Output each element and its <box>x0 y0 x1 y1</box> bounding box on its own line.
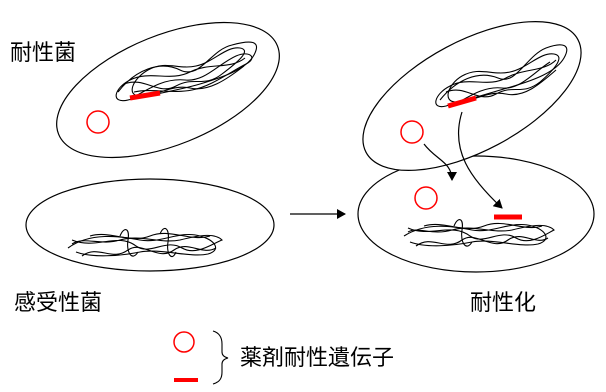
legend <box>173 330 229 385</box>
resistance-gene-on-chromosome-icon <box>129 90 161 101</box>
became-resistant-label: 耐性化 <box>470 291 537 316</box>
transferred-plasmid-icon <box>414 186 438 210</box>
legend-bracket <box>212 330 229 385</box>
donor-plasmid-icon <box>400 120 424 144</box>
legend-plasmid-icon <box>173 331 195 353</box>
susceptible-bacterium-cell <box>25 178 275 272</box>
legend-gene-icon <box>174 378 198 382</box>
became-resistant-cell <box>357 155 595 273</box>
gene-transfer-arrow <box>457 111 503 209</box>
resistant-bacterium-cell <box>56 21 280 159</box>
plasmid-transfer-arrow <box>423 143 457 181</box>
plasmid-icon <box>86 110 110 134</box>
donor-resistant-bacterium-cell <box>362 21 582 171</box>
susceptible-bacterium-chromosome <box>67 227 223 257</box>
legend-caption: 薬剤耐性遺伝子 <box>240 346 395 371</box>
became-resistant-chromosome <box>403 219 555 247</box>
susceptible-bacterium-label: 感受性菌 <box>14 291 103 316</box>
donor-resistance-gene-icon <box>447 95 477 109</box>
resistant-bacterium-chromosome <box>115 41 258 102</box>
donor-chromosome <box>435 44 568 108</box>
resistant-bacterium-label: 耐性菌 <box>10 41 77 66</box>
